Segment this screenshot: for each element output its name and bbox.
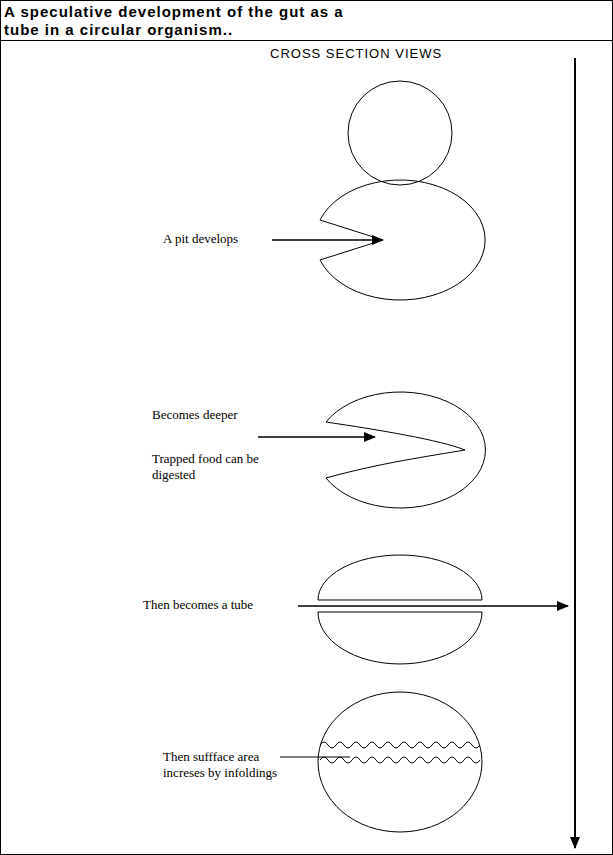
figure-title: A speculative development of the gut as … [4,3,354,39]
circle-stage [348,81,452,185]
deep-pit-stage [326,392,485,508]
stage-note: A pit develops [163,231,238,247]
pointer-arrow [272,239,383,241]
leader-line [280,757,350,758]
stage-note: Then suffface area increses by infolding… [163,749,281,781]
section-heading: CROSS SECTION VIEWS [270,46,442,61]
infolded-stage [318,692,482,832]
infolding-wave [320,757,480,763]
title-rule [0,40,613,41]
stage-note: Becomes deeper [152,407,238,423]
tube-lower-half [318,612,482,664]
stage-note: Then becomes a tube [143,597,253,613]
pointer-arrow [298,605,568,607]
pointer-arrow [258,436,375,438]
tube-upper-half [318,555,482,600]
stage-note: Trapped food can be digested [152,451,264,483]
sequence-arrow [574,58,576,848]
infolding-wave [320,742,480,748]
